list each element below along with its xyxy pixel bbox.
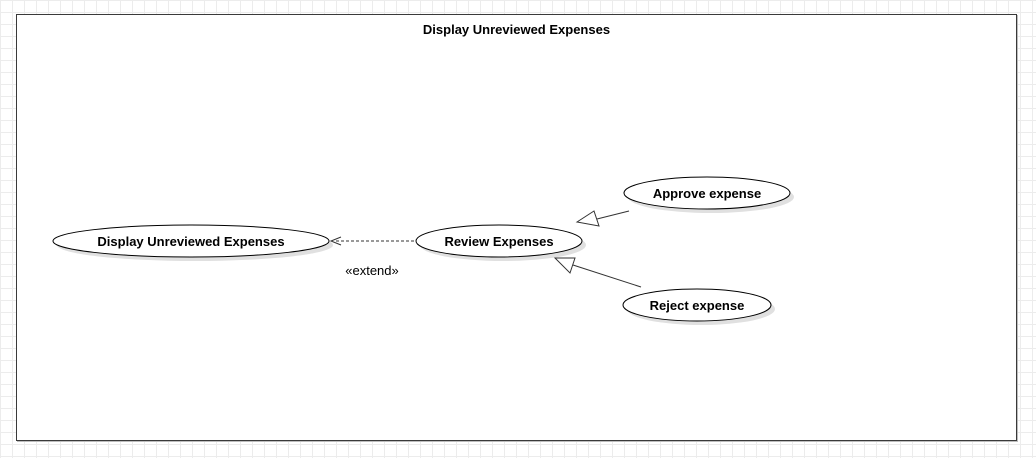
use-case-approve-label: Approve expense — [653, 186, 761, 201]
use-case-reject-label: Reject expense — [650, 298, 745, 313]
generalization-approve[interactable] — [575, 210, 630, 227]
generalization-reject[interactable] — [553, 257, 642, 288]
use-case-approve-expense[interactable]: Approve expense — [623, 176, 794, 213]
use-case-display-label: Display Unreviewed Expenses — [97, 234, 284, 249]
extend-relationship[interactable] — [329, 236, 414, 246]
diagram-title: Display Unreviewed Expenses — [422, 22, 611, 37]
use-case-reject-expense[interactable]: Reject expense — [622, 288, 775, 325]
extend-label: «extend» — [345, 263, 399, 278]
use-case-review-expenses[interactable]: Review Expenses — [415, 224, 586, 261]
use-case-review-label: Review Expenses — [444, 234, 553, 249]
use-case-display-unreviewed-expenses[interactable]: Display Unreviewed Expenses — [52, 224, 333, 261]
